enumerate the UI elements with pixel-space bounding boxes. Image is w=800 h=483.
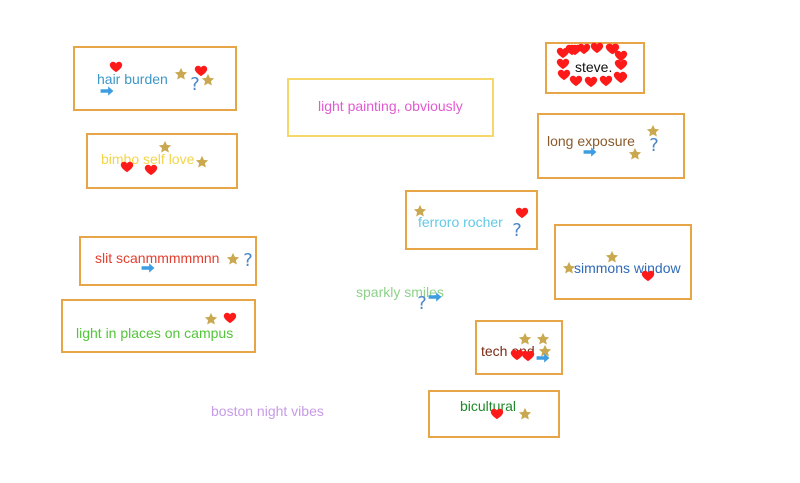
heart-icon: [614, 58, 630, 74]
idea-card-simmons-window[interactable]: [554, 224, 692, 300]
heart-icon: [521, 349, 537, 365]
heart-icon: [144, 163, 160, 179]
heart-icon: [120, 160, 136, 176]
idea-label-boston-night-vibes[interactable]: boston night vibes: [211, 403, 324, 419]
question-icon: ?: [649, 135, 659, 156]
idea-card-ferroro-rocher[interactable]: [405, 190, 538, 250]
heart-icon: [556, 46, 572, 62]
star-icon: [646, 124, 662, 140]
heart-icon: [641, 269, 657, 285]
heart-icon: [194, 64, 210, 80]
heart-icon: [223, 311, 239, 327]
idea-card-slit-scan[interactable]: [79, 236, 257, 286]
heart-icon: [614, 71, 630, 87]
idea-label-ferroro-rocher[interactable]: ferroro rocher: [418, 214, 503, 230]
arrow-icon: [583, 146, 599, 162]
arrow-icon: [141, 262, 157, 278]
heart-icon: [569, 74, 585, 90]
idea-card-light-painting[interactable]: [287, 78, 494, 137]
idea-label-light-in-places[interactable]: light in places on campus: [76, 325, 234, 341]
question-icon: ?: [243, 250, 253, 271]
idea-card-long-exposure[interactable]: [537, 113, 685, 179]
heart-icon: [577, 42, 593, 58]
idea-label-sparkly-smiles[interactable]: sparkly smiles: [356, 284, 444, 300]
heart-icon: [599, 74, 615, 90]
idea-label-simmons-window[interactable]: simmons window: [574, 260, 681, 276]
star-icon: [605, 250, 621, 266]
star-icon: [413, 204, 429, 220]
idea-label-light-painting[interactable]: light painting, obviously: [318, 98, 463, 114]
heart-icon: [614, 49, 630, 65]
question-icon: ?: [417, 293, 427, 314]
heart-icon: [556, 57, 572, 73]
star-icon: [204, 312, 220, 328]
heart-icon: [510, 348, 526, 364]
star-icon: [226, 252, 242, 268]
heart-icon: [590, 41, 606, 57]
idea-card-light-in-places[interactable]: [61, 299, 256, 353]
idea-label-long-exposure[interactable]: long exposure: [547, 133, 635, 149]
star-icon: [201, 73, 217, 89]
idea-label-bicultural[interactable]: bicultural: [460, 398, 517, 414]
heart-icon: [490, 407, 506, 423]
star-icon: [628, 147, 644, 163]
star-icon: [518, 407, 534, 423]
star-icon: [158, 140, 174, 156]
star-icon: [538, 344, 554, 360]
heart-icon: [568, 43, 584, 59]
star-icon: [174, 67, 190, 83]
heart-icon: [515, 206, 531, 222]
arrow-icon: [536, 352, 552, 368]
star-icon: [562, 261, 578, 277]
idea-label-slit-scan[interactable]: slit scanmmmmmnn: [95, 250, 220, 266]
heart-icon: [557, 68, 573, 84]
idea-label-steve[interactable]: steve.: [575, 59, 613, 75]
idea-card-bimbo-self-love[interactable]: [86, 133, 238, 189]
heart-icon: [584, 75, 600, 91]
question-icon: ?: [512, 220, 522, 241]
idea-card-tech-and[interactable]: [475, 320, 563, 375]
star-icon: [195, 155, 211, 171]
idea-label-hair-burden[interactable]: hair burden: [97, 71, 168, 87]
heart-icon: [109, 60, 125, 76]
arrow-icon: [428, 291, 444, 307]
heart-icon: [606, 42, 622, 58]
star-icon: [518, 332, 534, 348]
star-icon: [536, 332, 552, 348]
arrow-icon: [100, 85, 116, 101]
question-icon: ?: [190, 74, 200, 95]
